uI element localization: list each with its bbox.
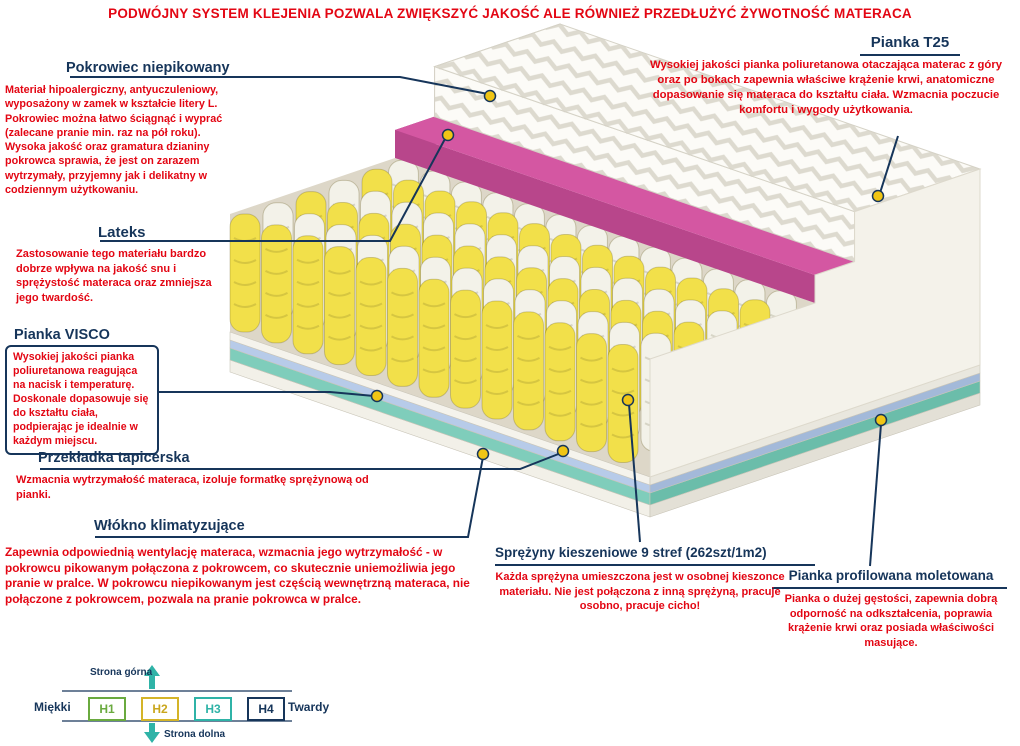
connector-t25: [879, 135, 899, 194]
t25-title: Pianka T25: [870, 34, 950, 51]
layer-markers: [370, 89, 888, 461]
side-foam-t25: [649, 168, 981, 478]
latex-layer-front: [395, 130, 815, 303]
marker-lateks: [441, 128, 455, 142]
connector-pokrowiec: [70, 76, 489, 95]
sprezyny-title: Sprężyny kieszeniowe 9 stref (262szt/1m2…: [495, 545, 767, 560]
profilowana-title: Pianka profilowana moletowana: [788, 568, 994, 583]
mattress-base-layers: [229, 331, 981, 518]
connector-lateks: [100, 136, 447, 242]
marker-visco: [370, 389, 384, 403]
hardness-level-h2: H2: [141, 697, 179, 721]
hardness-level-h1: H1: [88, 697, 126, 721]
lateks-title: Lateks: [98, 224, 146, 241]
marker-sprezyny: [621, 393, 635, 407]
lateks-body: Zastosowanie tego materiału bardzo dobrz…: [16, 248, 212, 304]
marker-przekladka: [556, 444, 570, 458]
przekladka-body: Wzmacnia wytrzymałość materaca, izoluje …: [16, 474, 369, 501]
przekladka-title: Przekładka tapicerska: [38, 450, 190, 466]
hardness-level-h4: H4: [247, 697, 285, 721]
connector-wlokno: [95, 456, 484, 538]
wlokno-title: Włókno klimatyzujące: [94, 518, 245, 534]
top-banner: PODWÓJNY SYSTEM KLEJENIA POZWALA ZWIĘKSZ…: [108, 6, 912, 21]
connector-sprezyny: [628, 403, 641, 543]
visco-body: Wysokiej jakości pianka poliuretanowa re…: [5, 345, 159, 455]
connector-przekladka: [40, 452, 562, 470]
connector-lines: [40, 54, 1007, 589]
arrow-up-icon: [144, 665, 160, 689]
profilowana-body: Pianka o dużej gęstości, zapewnia dobrą …: [784, 593, 998, 649]
bottom-side-label: Strona dolna: [164, 729, 226, 740]
soft-label: Miękki: [34, 700, 71, 714]
top-side-label: Strona górna: [90, 667, 153, 678]
hardness-level-h3: H3: [194, 697, 232, 721]
marker-pokrowiec: [483, 89, 497, 103]
t25-body: Wysokiej jakości pianka poliuretanowa ot…: [649, 59, 1003, 116]
pokrowiec-title: Pokrowiec niepikowany: [66, 60, 230, 76]
quilted-cover-layer: [433, 23, 982, 263]
wlokno-body: Zapewnia odpowiednią wentylację materaca…: [5, 545, 470, 606]
marker-profilowana: [874, 413, 888, 427]
connector-profilowana: [869, 423, 882, 567]
arrow-down-icon: [144, 723, 160, 743]
marker-t25: [871, 189, 885, 203]
hardness-scale-graphics: [62, 665, 292, 743]
hard-label: Twardy: [288, 700, 330, 714]
pokrowiec-body: Materiał hipoalergiczny, antyuczuleniowy…: [5, 84, 223, 196]
sprezyny-body: Każda sprężyna umieszczona jest w osobne…: [495, 571, 785, 613]
marker-wlokno: [476, 447, 490, 461]
visco-title: Pianka VISCO: [14, 327, 110, 343]
latex-layer-top: [395, 116, 855, 275]
connector-visco: [157, 391, 375, 397]
